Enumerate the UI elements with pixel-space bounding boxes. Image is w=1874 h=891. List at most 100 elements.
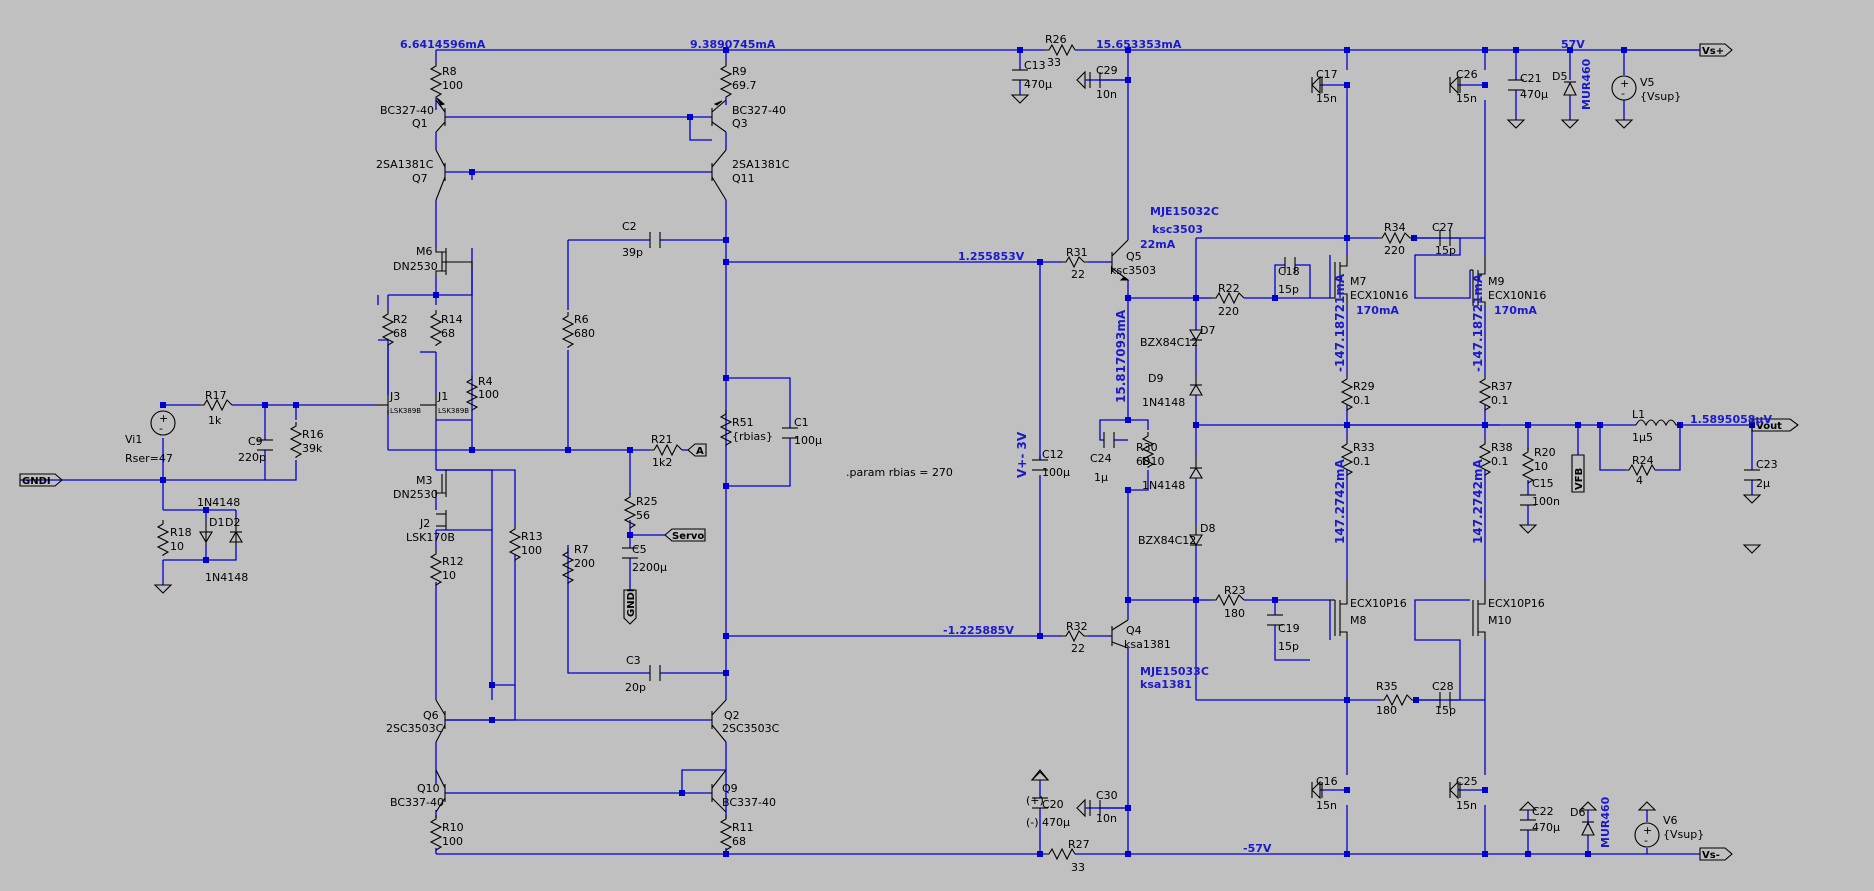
net-flags[interactable]: Vs+ Vs- Vout GNDI GNDI Servo A V [19,43,1799,861]
mosfet-m8[interactable] [1330,580,1348,640]
capacitor-c30[interactable] [1089,800,1128,816]
inductor-l1[interactable] [1635,419,1680,427]
sources[interactable]: + - + - + - [150,75,1660,848]
resistor-r11[interactable] [719,815,733,851]
capacitor-c20[interactable] [1032,797,1048,809]
flag-vs-minus[interactable]: Vs- [1699,847,1733,861]
jfet-j1[interactable] [420,395,437,420]
flag-vs-plus[interactable]: Vs+ [1624,43,1733,57]
resistors[interactable] [156,43,1656,861]
resistor-r35[interactable] [1380,693,1416,707]
resistor-r25[interactable] [623,493,637,529]
resistor-r27[interactable] [1045,847,1076,861]
resistor-r17[interactable] [200,398,233,412]
resistor-r8[interactable] [429,62,443,98]
capacitor-c19[interactable] [1267,614,1283,650]
mosfet-m9[interactable] [1470,255,1486,306]
diodes[interactable] [199,81,1595,836]
resistor-r38[interactable] [1478,440,1492,476]
capacitor-c18[interactable] [1284,257,1296,273]
capacitor-c29[interactable] [1089,72,1128,88]
capacitor-c12[interactable] [1032,459,1048,471]
capacitor-c24[interactable] [1103,432,1115,448]
transistor-q7[interactable] [435,149,446,201]
transistor-q6[interactable] [435,699,446,743]
capacitor-c2[interactable] [649,232,661,248]
resistor-r24[interactable] [1625,463,1656,477]
resistor-r20[interactable] [1521,448,1535,484]
capacitor-c1[interactable] [782,427,798,439]
flag-vout[interactable]: Vout [1751,418,1799,432]
resistor-r21[interactable] [650,443,683,457]
resistor-r34[interactable] [1378,231,1414,245]
resistor-r2[interactable] [381,310,395,346]
diode-d10[interactable] [1189,455,1203,479]
diode-d1[interactable] [199,520,213,545]
resistor-r12[interactable] [429,550,443,586]
svg-text:A: A [696,446,704,457]
resistor-r26[interactable] [1045,43,1076,57]
transistor-q5[interactable] [1111,239,1130,281]
capacitor-c27[interactable] [1439,230,1451,246]
transistor-q1[interactable] [435,97,446,133]
mosfet-m10[interactable] [1472,580,1486,640]
capacitor-c22[interactable] [1520,819,1536,831]
voltage-source-vi1[interactable]: + - [150,410,176,436]
resistor-r31[interactable] [1062,255,1088,269]
label-r35: R35 [1376,680,1398,693]
resistor-r4[interactable] [465,375,479,411]
resistor-r14[interactable] [429,310,443,346]
capacitor-c13[interactable] [1012,69,1028,81]
diode-d5[interactable] [1563,81,1577,96]
capacitor-c23[interactable] [1744,469,1760,481]
resistor-r29[interactable] [1340,375,1354,411]
resistor-r18[interactable] [156,520,170,556]
resistor-r32[interactable] [1062,629,1088,643]
resistor-r7[interactable] [561,548,575,584]
diode-d8[interactable] [1189,525,1203,547]
jfet-j2[interactable] [436,510,447,530]
label-c29: C29 [1096,64,1118,77]
mosfet-m3[interactable] [435,470,447,497]
resistor-r10[interactable] [429,815,443,851]
resistor-r9[interactable] [719,62,733,98]
diode-d2[interactable] [229,520,243,545]
resistor-r6[interactable] [561,312,575,348]
capacitor-c9[interactable] [257,439,273,451]
flag-gndi-left[interactable]: GNDI [19,473,63,487]
fets[interactable] [375,248,1486,640]
spice-directive[interactable]: .param rbias = 270 [846,466,953,479]
mosfet-m7[interactable] [1330,255,1348,305]
mosfet-m6[interactable] [435,248,473,275]
diode-d7[interactable] [1189,329,1203,348]
resistor-r13[interactable] [508,525,522,561]
transistor-q11[interactable] [711,149,727,201]
resistor-r22[interactable] [1212,291,1245,305]
resistor-r37[interactable] [1478,375,1492,411]
flag-vfb[interactable]: VFB [1571,440,1585,493]
diode-d6[interactable] [1581,821,1595,836]
transistor-q2[interactable] [711,699,727,743]
resistor-r33[interactable] [1340,440,1354,476]
voltage-source-v6[interactable]: + - [1634,822,1660,848]
transistor-q9[interactable] [711,769,727,813]
resistor-r16[interactable] [289,422,303,458]
capacitor-c21[interactable] [1508,79,1524,91]
transistor-q10[interactable] [435,769,446,813]
ground-icon [1449,75,1459,95]
flag-servo[interactable]: Servo [664,528,706,542]
bjts[interactable] [435,97,1130,813]
voltage-source-v5[interactable]: + - [1611,75,1637,101]
resistor-r51[interactable] [719,410,733,446]
transistor-q3[interactable] [711,99,727,133]
capacitor-c3[interactable] [649,665,661,681]
diode-d9[interactable] [1189,375,1203,396]
capacitor-c15[interactable] [1520,494,1536,506]
capacitor-c5[interactable] [622,547,638,559]
jfet-j3[interactable] [375,395,389,415]
capacitor-c28[interactable] [1439,692,1451,708]
resistor-r23[interactable] [1212,593,1245,607]
flag-gndi-c5[interactable]: GNDI [623,588,637,625]
resistor-r30[interactable] [1141,432,1155,468]
flag-a[interactable]: A [687,443,707,457]
